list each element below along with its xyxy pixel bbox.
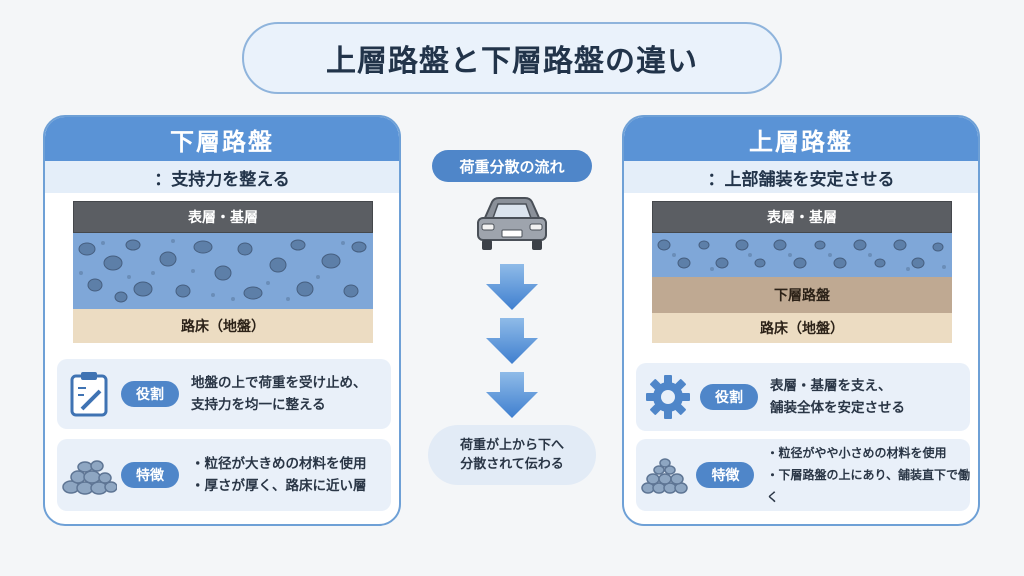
role-badge: 役割 [700,384,758,410]
surface-layer: 表層・基層 [652,201,952,233]
features-box: 特徴 ・粒径がやや小さめの材料を使用 ・下層路盤の上にあり、舗装直下で働く [636,439,970,511]
lower-subbase-panel: 下層路盤 ：支持力を整える 表層・基層 路床（地盤） [43,115,401,526]
car-icon [477,197,547,250]
role-text-line2: 舗装全体を安定させる [770,400,905,416]
layer-stack: 表層・基層 下層路盤 路床（地盤） [652,201,952,343]
result-line2: 分散されて伝わる [460,457,564,472]
page-title: 上層路盤と下層路盤の違い [242,22,782,94]
subgrade-layer: 路床（地盤） [652,313,952,343]
clipboard-icon [57,359,121,429]
role-text-line1: 表層・基層を支え、 [770,378,892,394]
features-text-line1: ・粒径が大きめの材料を使用 [191,456,367,472]
role-text-line2: 支持力を均一に整える [191,397,326,413]
features-text-line1: ・粒径がやや小さめの材料を使用 [766,446,947,460]
features-badge: 特徴 [696,462,755,488]
panel-subtitle: ：支持力を整える [45,161,399,193]
features-box: 特徴 ・粒径が大きめの材料を使用 ・厚さが厚く、路床に近い層 [57,439,391,511]
features-text-line2: ・厚さが厚く、路床に近い層 [191,478,367,494]
layer-stack: 表層・基層 路床（地盤） [73,201,373,343]
gravel-pile-icon [636,439,696,511]
load-flow-label: 荷重分散の流れ [432,150,592,182]
down-arrow-icon [486,318,538,364]
features-text-line2: ・下層路盤の上にあり、舗装直下で働く [766,468,970,504]
gear-icon [636,363,700,431]
upper-subbase-panel: 上層路盤 ：上部舗装を安定させる 表層・基層 下層路盤 路床（地盤） [622,115,980,526]
panel-heading: 下層路盤 [45,117,399,161]
role-box: 役割 地盤の上で荷重を受け止め、 支持力を均一に整える [57,359,391,429]
fine-gravel-layer [652,233,952,277]
result-line1: 荷重が上から下へ [459,438,564,453]
panel-heading: 上層路盤 [624,117,978,161]
down-arrow-icon [486,372,538,418]
coarse-gravel-texture [78,239,367,303]
role-text-line1: 地盤の上で荷重を受け止め、 [191,375,367,391]
features-badge: 特徴 [121,462,179,488]
role-badge: 役割 [121,381,179,407]
role-box: 役割 表層・基層を支え、 舗装全体を安定させる [636,363,970,431]
gravel-pile-icon [57,439,121,511]
surface-layer: 表層・基層 [73,201,373,233]
fine-gravel-texture [657,239,946,271]
coarse-gravel-layer [73,233,373,309]
load-flow-result: 荷重が上から下へ 分散されて伝わる [428,425,596,485]
down-arrow-icon [486,264,538,310]
panel-subtitle: ：上部舗装を安定させる [624,161,978,193]
lower-subbase-layer: 下層路盤 [652,277,952,313]
subgrade-layer: 路床（地盤） [73,309,373,343]
